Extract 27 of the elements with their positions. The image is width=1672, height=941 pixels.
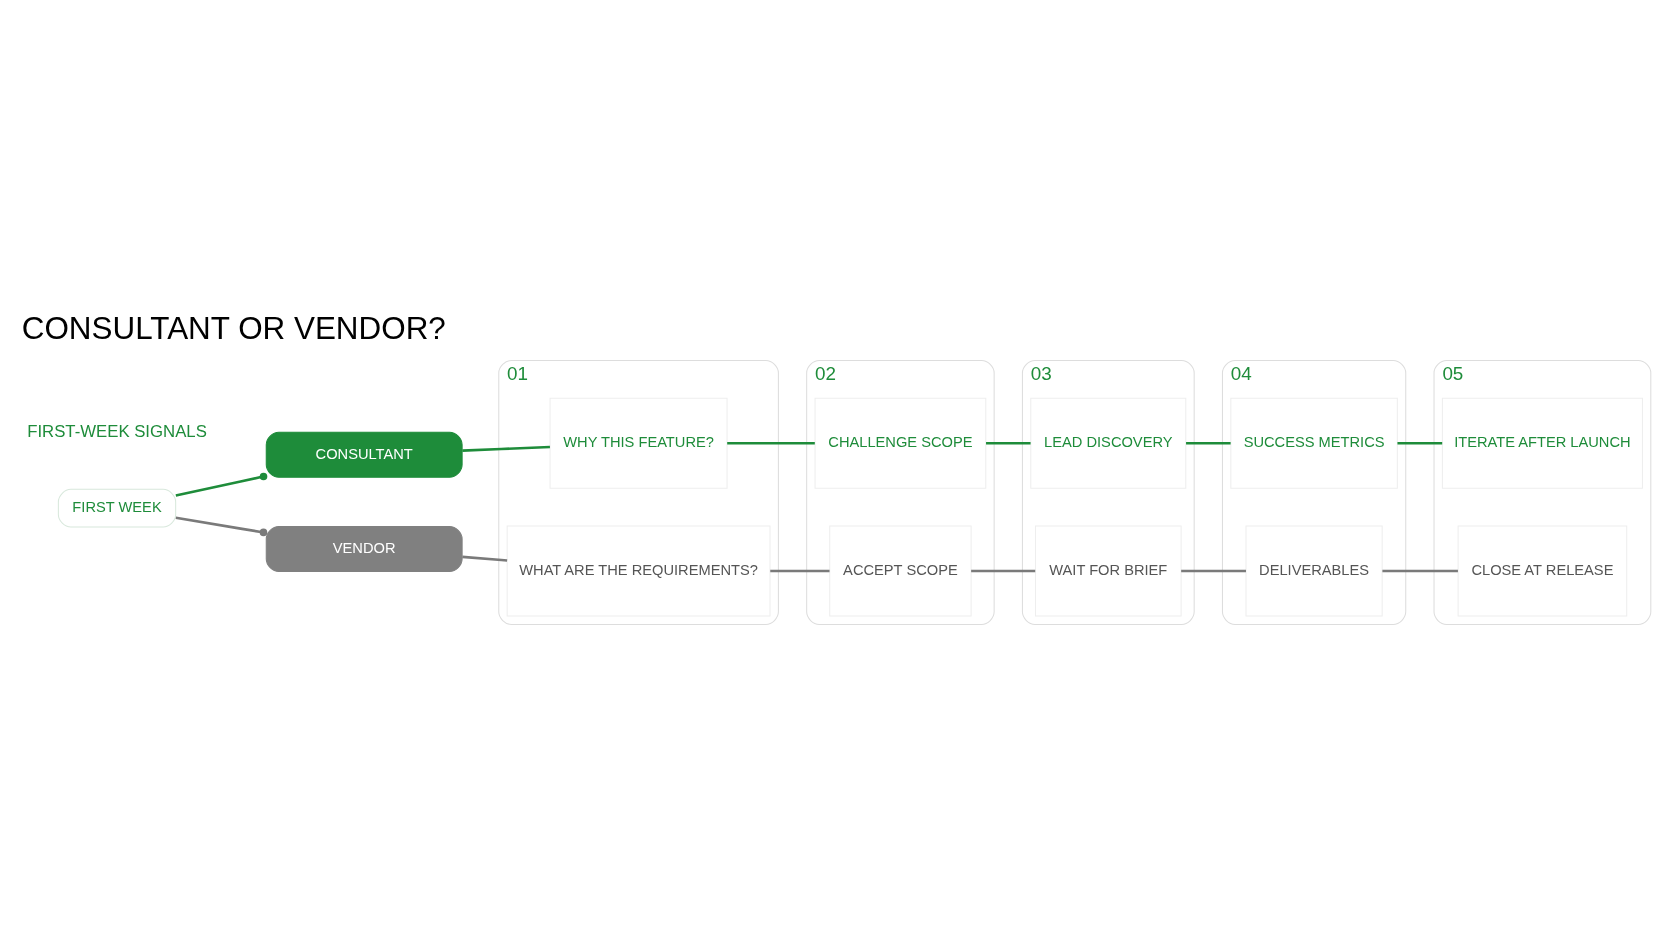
connector bbox=[986, 441, 1031, 445]
node-box: ACCEPT SCOPE bbox=[829, 524, 972, 617]
connector bbox=[770, 569, 830, 572]
diagram-title: CONSULTANT OR VENDOR? bbox=[21, 310, 446, 346]
node-box: WHAT ARE THE REQUIREMENTS? bbox=[506, 524, 771, 617]
node-box: VENDOR bbox=[265, 525, 463, 572]
connector bbox=[1397, 441, 1443, 445]
connector bbox=[1181, 569, 1246, 572]
node-box: ITERATE AFTER LAUNCH bbox=[1441, 397, 1643, 489]
connector bbox=[971, 569, 1036, 572]
node-box: LEAD DISCOVERY bbox=[1030, 397, 1187, 489]
node-box: SUCCESS METRICS bbox=[1230, 397, 1398, 489]
connector bbox=[462, 445, 550, 452]
node-box: CHALLENGE SCOPE bbox=[814, 397, 987, 489]
connector bbox=[1186, 441, 1231, 445]
node-box: FIRST WEEK bbox=[57, 488, 177, 528]
node-box: CLOSE AT RELEASE bbox=[1457, 524, 1628, 617]
connector bbox=[727, 441, 815, 445]
node-box: CONSULTANT bbox=[265, 431, 463, 478]
connector bbox=[1382, 569, 1458, 572]
label: FIRST-WEEK SIGNALS bbox=[27, 421, 207, 441]
node-box: WAIT FOR BRIEF bbox=[1035, 524, 1182, 617]
node-box: DELIVERABLES bbox=[1245, 524, 1383, 617]
node-box: WHY THIS FEATURE? bbox=[549, 397, 728, 489]
connector bbox=[175, 516, 268, 536]
connector bbox=[175, 472, 268, 497]
connector bbox=[462, 555, 508, 562]
